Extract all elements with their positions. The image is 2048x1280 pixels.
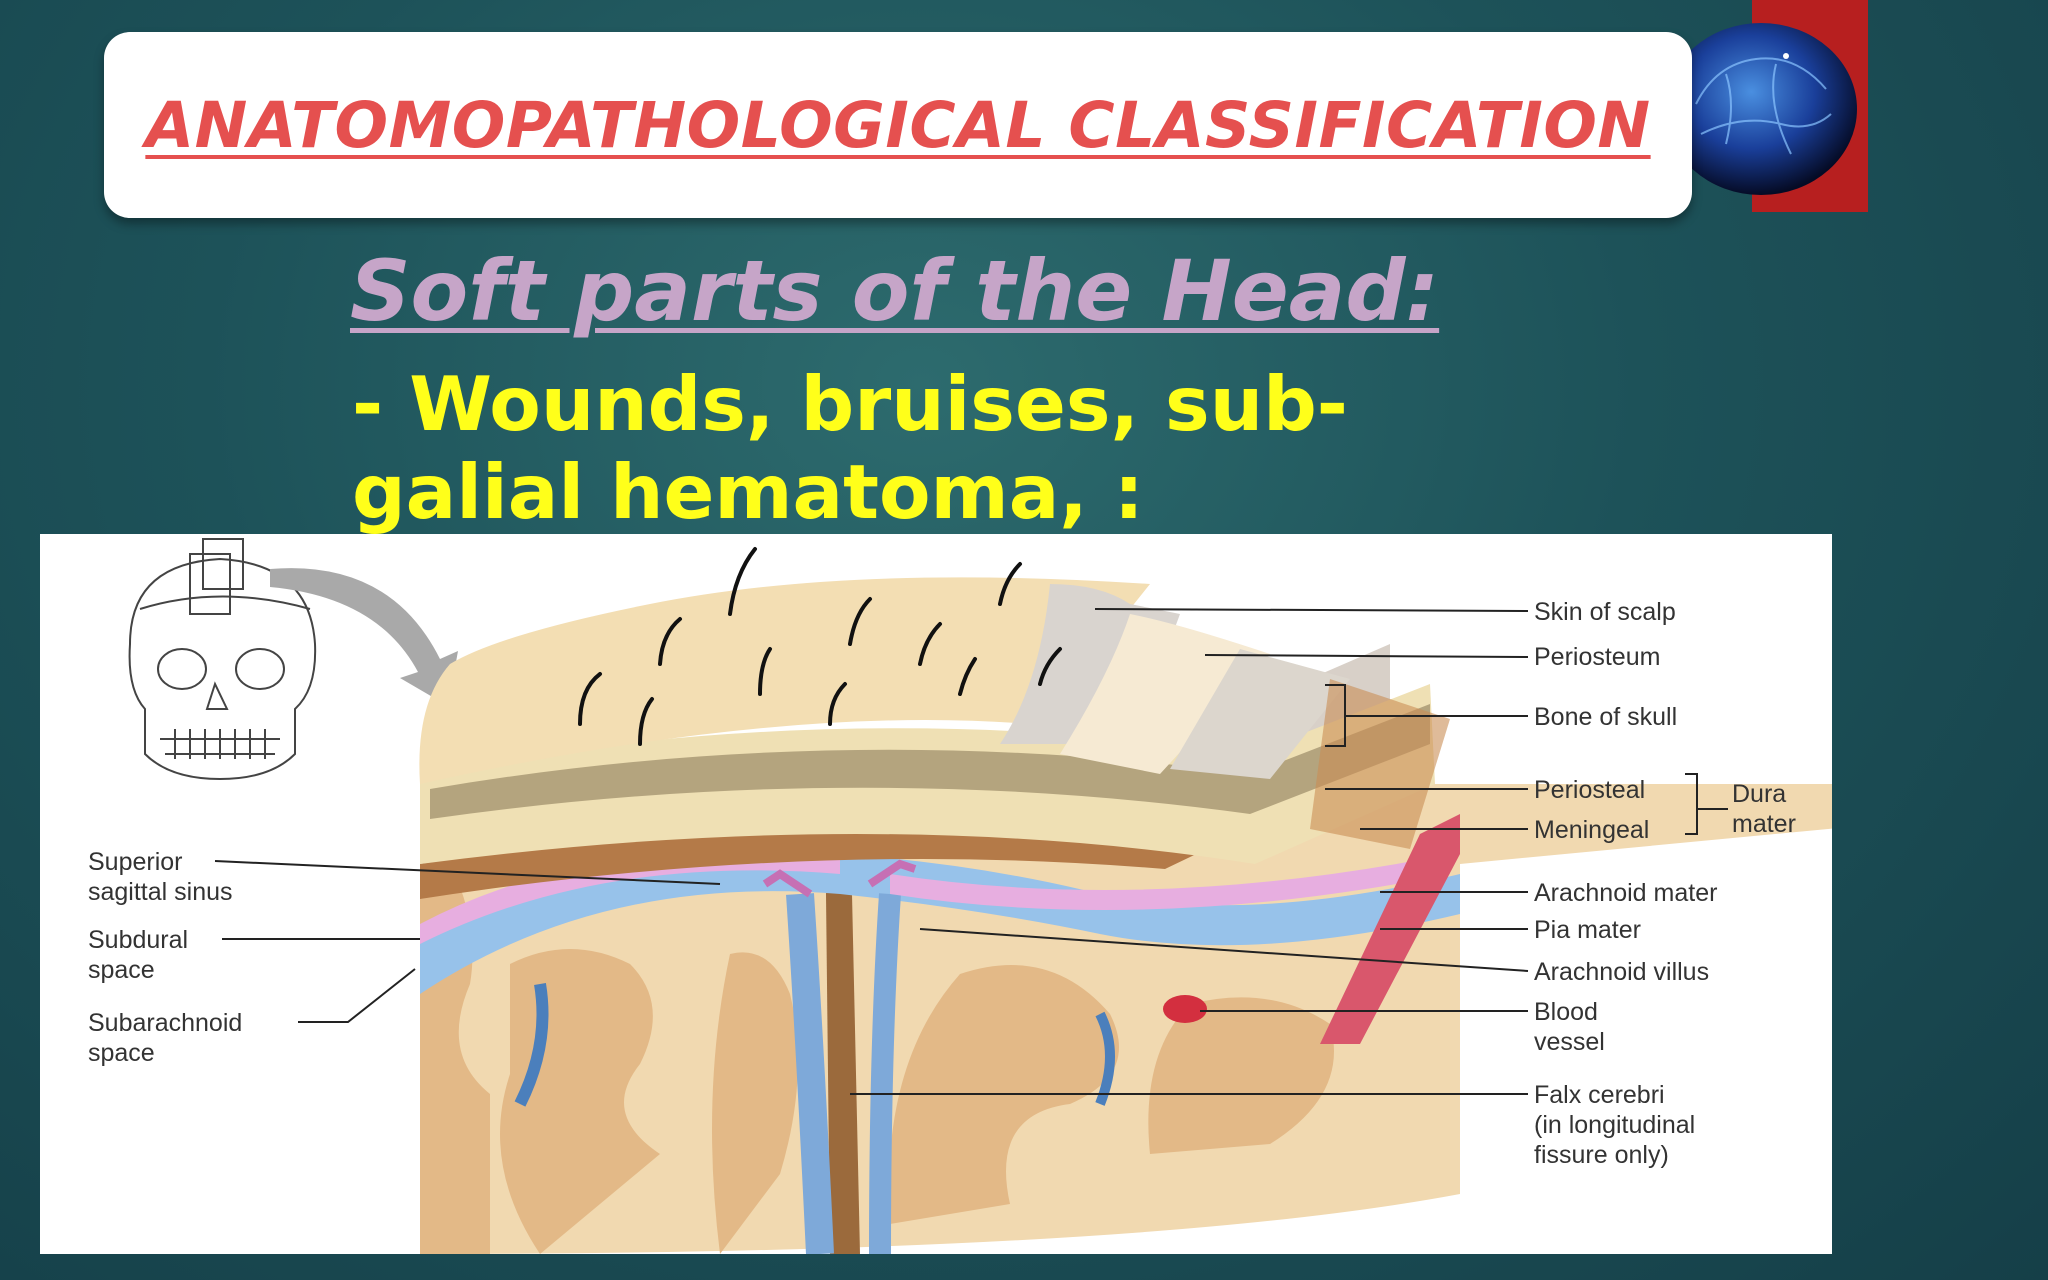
leader-lines-right (850, 608, 1728, 1095)
slide-title: ANATOMOPATHOLOGICAL CLASSIFICATION (145, 88, 1651, 162)
label-periosteum: Periosteum (1534, 643, 1660, 671)
label-blood-line2: vessel (1534, 1028, 1605, 1056)
label-dura-line1: Dura (1732, 780, 1786, 808)
label-meningeal: Meningeal (1534, 816, 1649, 844)
label-arachnoid-villus: Arachnoid villus (1534, 958, 1709, 986)
brain-globe-icon (1665, 23, 1857, 195)
label-subarachnoid-line2: space (88, 1039, 155, 1067)
bullet-text: - Wounds, bruises, sub-galial hematoma, … (352, 360, 1348, 536)
label-blood-line1: Blood (1534, 998, 1598, 1026)
label-subdural-line2: space (88, 956, 155, 984)
head-layers-diagram: Skin of scalp Periosteum Bone of skull P… (40, 534, 1832, 1254)
label-periosteal: Periosteal (1534, 776, 1645, 804)
label-sinus-line1: Superior (88, 848, 183, 876)
scalp-layers (419, 577, 1450, 899)
brain-section (420, 775, 1832, 1254)
label-falx-line1: Falx cerebri (1534, 1081, 1665, 1109)
leader-lines-left (214, 860, 721, 1023)
label-bone-of-skull: Bone of skull (1534, 703, 1677, 731)
label-subdural-line1: Subdural (88, 926, 188, 954)
label-dura-line2: mater (1732, 810, 1796, 838)
pointer-arrow (270, 568, 458, 706)
title-banner: ANATOMOPATHOLOGICAL CLASSIFICATION (104, 32, 1692, 218)
label-arachnoid-mater: Arachnoid mater (1534, 879, 1717, 907)
scalp-hairs (578, 547, 1062, 746)
label-subarachnoid-line1: Subarachnoid (88, 1009, 242, 1037)
label-pia-mater: Pia mater (1534, 916, 1641, 944)
label-skin-of-scalp: Skin of scalp (1534, 598, 1676, 626)
label-falx-line3: fissure only) (1534, 1141, 1669, 1169)
label-sinus-line2: sagittal sinus (88, 878, 233, 906)
skull-drawing (128, 538, 317, 781)
section-subtitle: Soft parts of the Head: (350, 242, 1440, 340)
label-falx-line2: (in longitudinal (1534, 1111, 1695, 1139)
